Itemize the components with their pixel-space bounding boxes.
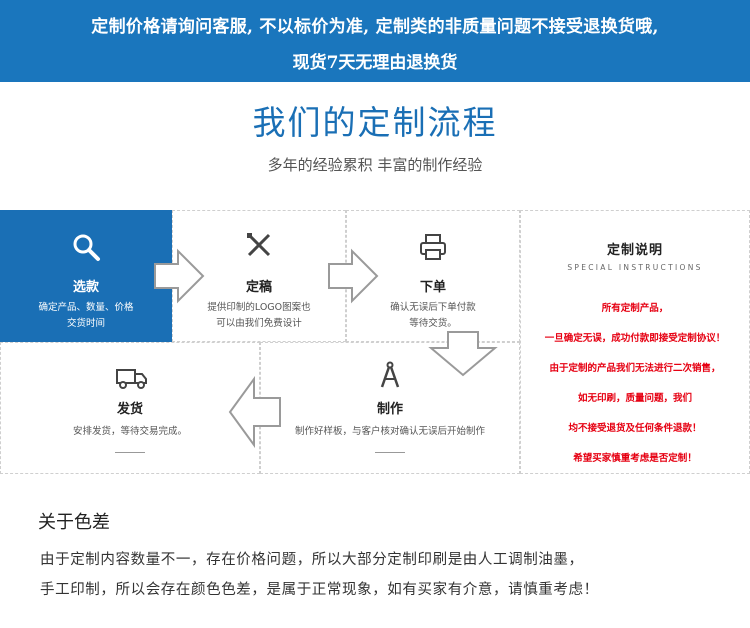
banner-line-2: 现货7天无理由退换货 [292, 53, 458, 73]
arrow-down-icon [428, 331, 498, 377]
step-name: 下单 [419, 280, 446, 295]
step-desc: 安排发货，等待交易完成。 [72, 426, 187, 437]
special-line: 由于定制的产品我们无法进行二次销售， [549, 363, 721, 374]
step-desc: 确定产品、数量、价格 交货时间 [6, 300, 166, 332]
special-line: 一旦确定无误，成功付款即接受定制协议！ [544, 333, 726, 344]
step-name: 制作 [376, 402, 403, 417]
step-shipping: 发货 安排发货，等待交易完成。 [0, 342, 260, 474]
design-tools-icon [244, 230, 274, 260]
page-title: 我们的定制流程 [252, 103, 498, 142]
step-desc-line: 确认无误后下单付款 [390, 302, 476, 313]
step-desc: 提供印制的LOGO图案也 可以由我们免费设计 [178, 300, 340, 332]
step-desc-line: 等待交货。 [409, 318, 457, 329]
step-order: 下单 确认无误后下单付款 等待交货。 [346, 210, 520, 342]
special-line: 如无印刷，质量问题，我们 [577, 393, 692, 404]
compass-icon [375, 360, 405, 390]
special-line: 所有定制产品， [601, 303, 669, 314]
step-name: 发货 [116, 402, 143, 417]
step-select: 选款 确定产品、数量、价格 交货时间 [0, 210, 172, 342]
step-production: 制作 制作好样板，与客户核对确认无误后开始制作 [260, 342, 520, 474]
special-line: 希望买家慎重考虑是否定制！ [573, 453, 697, 464]
banner-line-1: 定制价格请询问客服, 不以标价为准, 定制类的非质量问题不接受退换货哦, [91, 17, 659, 37]
color-diff-line-2: 手工印制，所以会存在颜色色差，是属于正常现象，如有买家有介意，请慎重考虑！ [40, 582, 599, 598]
arrow-left-icon [228, 376, 281, 448]
truck-icon [115, 362, 147, 392]
special-line: 均不接受退货及任何条件退款！ [568, 423, 702, 434]
divider [375, 452, 405, 453]
step-name: 选款 [72, 280, 99, 295]
step-desc-line: 提供印制的LOGO图案也 [207, 302, 311, 313]
special-subtitle: SPECIAL INSTRUCTIONS [567, 263, 703, 272]
divider [115, 452, 145, 453]
step-desc: 制作好样板，与客户核对确认无误后开始制作 [294, 426, 485, 437]
special-instructions: 定制说明 SPECIAL INSTRUCTIONS 所有定制产品， 一旦确定无误… [520, 210, 750, 474]
top-banner: 定制价格请询问客服, 不以标价为准, 定制类的非质量问题不接受退换货哦, 现货7… [0, 0, 750, 82]
panel-bottom-left [0, 342, 260, 474]
step-design: 定稿 提供印制的LOGO图案也 可以由我们免费设计 [172, 210, 346, 342]
step-desc-line: 交货时间 [66, 318, 105, 329]
arrow-right-icon [154, 248, 205, 304]
step-desc-line: 可以由我们免费设计 [216, 318, 302, 329]
step-name: 定稿 [245, 280, 272, 295]
arrow-right-icon [328, 248, 379, 304]
color-diff-line-1: 由于定制内容数量不一，存在价格问题，所以大部分定制印刷是由人工调制油墨， [40, 552, 584, 568]
step-desc: 确认无误后下单付款 等待交货。 [352, 300, 514, 332]
step-desc-line: 确定产品、数量、价格 [38, 302, 134, 313]
special-title: 定制说明 [606, 243, 663, 258]
printer-icon [418, 232, 448, 262]
page-subtitle: 多年的经验累积 丰富的制作经验 [267, 156, 483, 174]
color-diff-title: 关于色差 [38, 512, 110, 533]
search-icon [71, 232, 101, 262]
